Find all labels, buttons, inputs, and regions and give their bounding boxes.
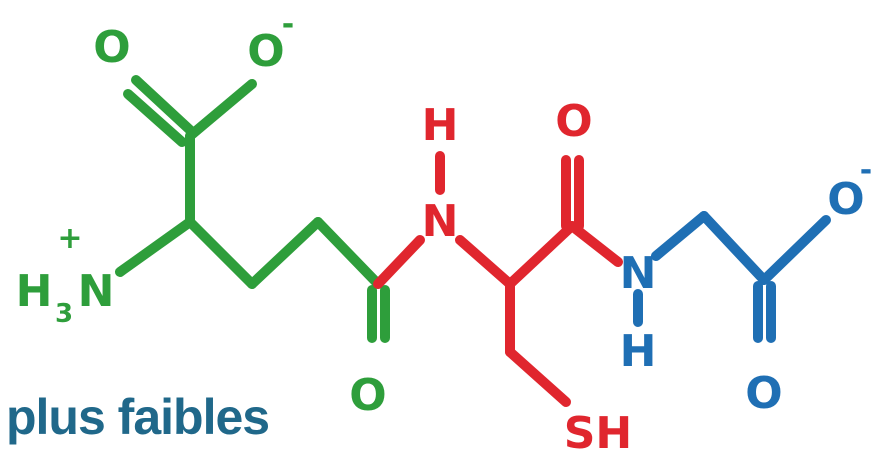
- bond-carboxyl-double-b: [123, 89, 187, 147]
- atom-gly-o-bottom: O: [745, 368, 782, 419]
- atom-glu-o-bottom: O: [349, 370, 386, 421]
- bond-alpha-to-beta: [185, 217, 257, 289]
- bond-alpha-to-carbonyl: [505, 221, 577, 289]
- bond-n-to-alpha: [455, 235, 515, 289]
- charge-glu-o-minus: -: [282, 7, 294, 42]
- charge-gly-o-minus: -: [860, 153, 872, 188]
- bond-carboxyl-single: [185, 79, 257, 141]
- atom-gly-h-bottom: H: [620, 326, 657, 377]
- atom-amine-subscript: 3: [55, 299, 73, 329]
- atom-gly-o-minus: O: [827, 174, 864, 225]
- bond-beta-to-gamma: [247, 217, 323, 289]
- atom-glu-o-top: O: [93, 22, 130, 73]
- atom-glu-o-minus: O: [247, 26, 284, 77]
- bond-beta-to-sulfur: [505, 347, 571, 407]
- atom-cys-o-top: O: [555, 96, 592, 147]
- atom-amine-h: H: [16, 266, 53, 317]
- bond-carbonyl-to-n: [567, 221, 623, 267]
- bond-alpha-to-carboxyl: [699, 211, 769, 285]
- atom-cys-sh: SH: [564, 408, 633, 456]
- bond-carboxyl-double-a: [131, 75, 195, 135]
- charge-amine-plus: +: [57, 221, 82, 256]
- glycine-residue: [633, 211, 831, 343]
- atom-amine-n: N: [78, 266, 115, 317]
- bond-alpha-to-amine: [115, 217, 195, 277]
- bond-carbonyl-to-n: [373, 235, 425, 289]
- bond-gamma-to-carbonyl: [313, 217, 383, 289]
- atom-cys-n: N: [422, 196, 459, 247]
- cysteine-residue: [373, 151, 623, 407]
- glutamate-residue: [115, 75, 390, 343]
- atom-cys-h-top: H: [422, 100, 459, 151]
- caption-text: plus faibles: [6, 389, 270, 445]
- bond-n-to-alpha: [651, 211, 709, 261]
- atom-gly-n: N: [620, 248, 657, 299]
- bond-carboxyl-single: [759, 215, 831, 285]
